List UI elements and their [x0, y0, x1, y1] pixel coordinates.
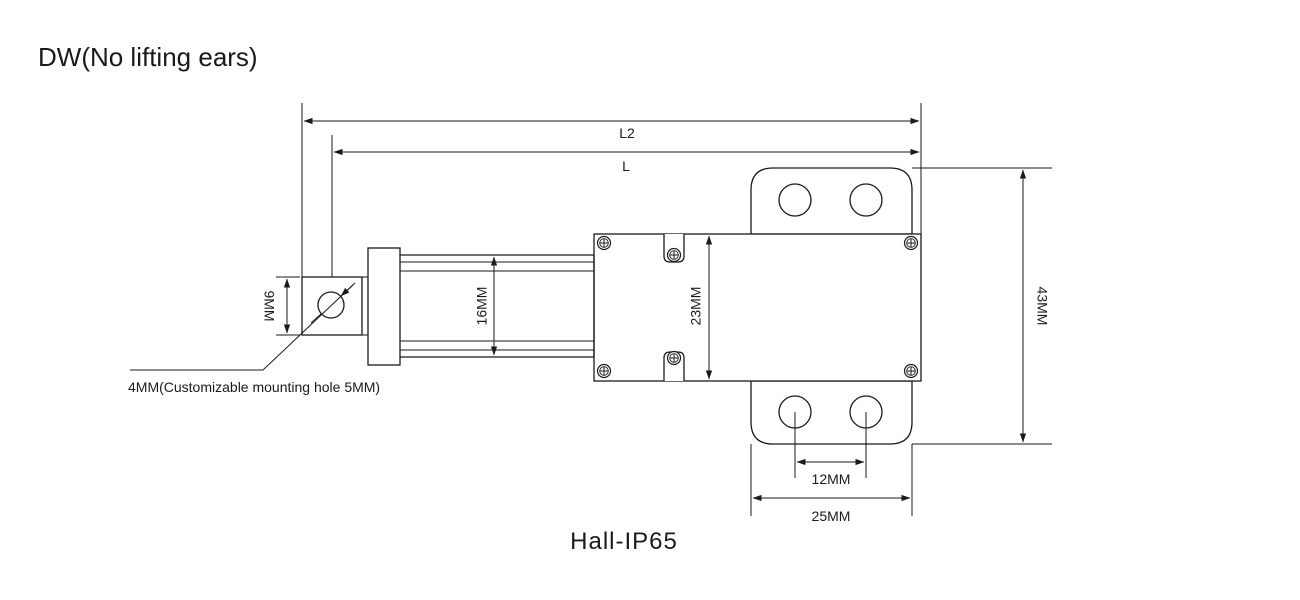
- screw-icon: [666, 247, 682, 263]
- l2-label: L2: [619, 125, 635, 141]
- screw-icon: [903, 235, 919, 251]
- screw-icon: [666, 350, 682, 366]
- 43mm-label: 43MM: [1034, 287, 1050, 326]
- l-label: L: [622, 158, 630, 174]
- screw-icon: [903, 363, 919, 379]
- 25mm-label: 25MM: [812, 508, 851, 524]
- length-dimensions: L2 L: [301, 103, 922, 290]
- rod-flange: [367, 247, 401, 366]
- motor-housing-body: [593, 233, 922, 382]
- mounting-plate-bottom: [750, 380, 913, 445]
- diagram-title: DW(No lifting ears): [38, 42, 258, 72]
- screw-icon: [596, 363, 612, 379]
- 16mm-label: 16MM: [474, 287, 490, 326]
- 12mm-label: 12MM: [812, 471, 851, 487]
- mounting-hole-leader-arrow: [340, 284, 354, 297]
- plate-hole: [849, 183, 883, 217]
- mounting-hole: [317, 291, 345, 319]
- mounting-plate-top: [750, 167, 913, 235]
- mounting-hole-leader-inner: [310, 313, 322, 324]
- actuator-tube: 16MM: [400, 254, 594, 358]
- 9mm-label: 9MM: [261, 290, 277, 321]
- mounting-hole-leader: [130, 282, 356, 371]
- 23mm-label: 23MM: [688, 287, 704, 326]
- rod-end-block: [301, 276, 363, 336]
- diagram-caption: Hall-IP65: [570, 528, 678, 555]
- motor-mounting-plate: [750, 167, 913, 445]
- hole-spacing-dimensions: 12MM 25MM: [750, 412, 913, 524]
- screw-icon: [596, 235, 612, 251]
- 43mm-dimension: 43MM: [912, 167, 1052, 445]
- rod-end: 4MM(Customizable mounting hole 5MM) 9MM: [128, 276, 380, 395]
- mounting-hole-callout: 4MM(Customizable mounting hole 5MM): [128, 379, 380, 395]
- motor-housing: 23MM: [593, 233, 922, 382]
- plate-hole: [778, 183, 812, 217]
